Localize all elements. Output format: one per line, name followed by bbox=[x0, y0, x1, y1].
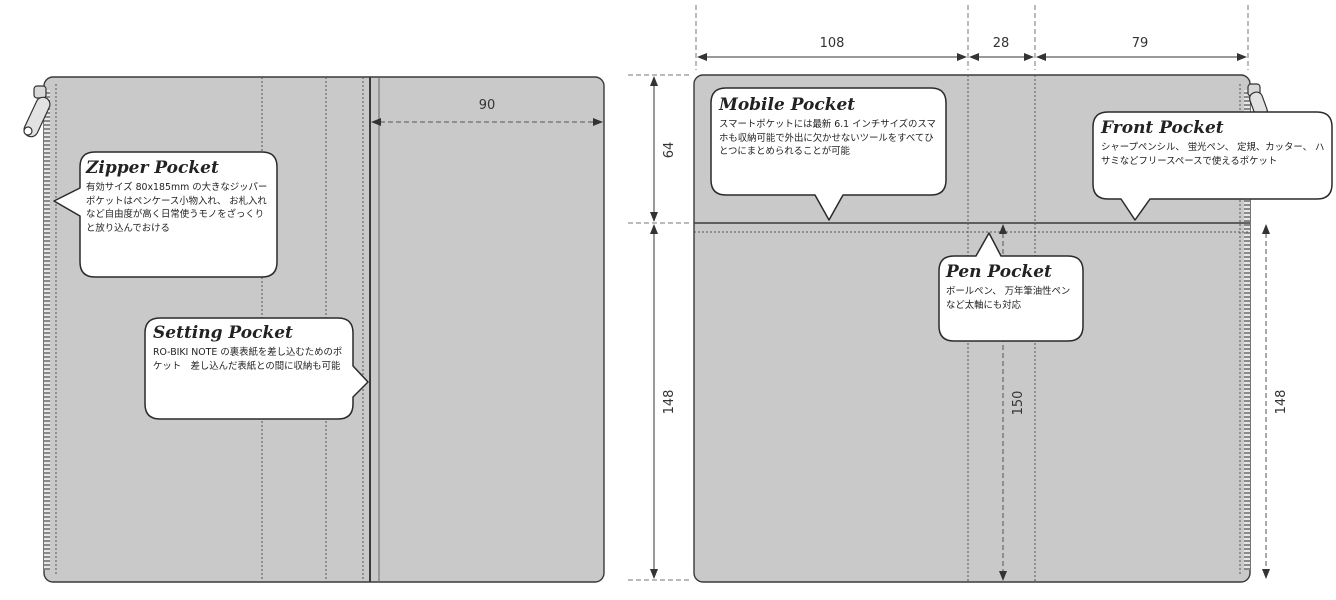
zipper-pull-icon bbox=[1247, 83, 1268, 119]
front-pocket-callout: Front Pocket シャープペンシル、 蛍光ペン、 定規、カッター、 ハサ… bbox=[1101, 118, 1327, 168]
front-bubble-shape bbox=[1092, 111, 1333, 221]
zipper-pocket-callout: Zipper Pocket 有効サイズ 80x185mm の大きなジッパーポケッ… bbox=[86, 158, 272, 235]
dim-label-148-left: 148 bbox=[662, 390, 677, 415]
front-pocket-title: Front Pocket bbox=[1101, 118, 1224, 138]
pen-pocket-desc: ボールペン、 万年筆油性ペンなど太軸にも対応 bbox=[946, 286, 1071, 311]
dim-label-148-right: 148 bbox=[1274, 390, 1289, 415]
pen-pocket-title: Pen Pocket bbox=[946, 262, 1052, 282]
dim-label-64: 64 bbox=[662, 142, 677, 159]
setting-pocket-title: Setting Pocket bbox=[153, 323, 293, 343]
zipper-bubble-shape bbox=[53, 151, 278, 278]
zipper-pocket-title: Zipper Pocket bbox=[86, 158, 219, 178]
zipper-pull-icon bbox=[23, 85, 51, 138]
dim-label-28: 28 bbox=[993, 36, 1010, 51]
left-zipper-track bbox=[44, 90, 50, 570]
pen-pocket-callout: Pen Pocket ボールペン、 万年筆油性ペンなど太軸にも対応 bbox=[946, 262, 1078, 312]
dim-label-108: 108 bbox=[820, 36, 845, 51]
setting-pocket-desc: RO-BIKI NOTE の裏表紙を差し込むためのポケット 差し込んだ表紙との間… bbox=[153, 347, 343, 372]
dim-label-79: 79 bbox=[1132, 36, 1149, 51]
right-dimensions: 108 28 79 64 148 150 148 bbox=[628, 5, 1289, 581]
mobile-pocket-title: Mobile Pocket bbox=[719, 95, 856, 115]
zipper-pocket-desc: 有効サイズ 80x185mm の大きなジッパーポケットはペンケース小物入れ、 お… bbox=[86, 182, 268, 234]
dim-label-150: 150 bbox=[1011, 391, 1026, 416]
right-zipper-track bbox=[1244, 90, 1250, 570]
setting-pocket-callout: Setting Pocket RO-BIKI NOTE の裏表紙を差し込むための… bbox=[153, 323, 348, 373]
dim-label-90: 90 bbox=[479, 98, 496, 113]
mobile-pocket-desc: スマートポケットには最新 6.1 インチサイズのスマホも収納可能で外出に欠かせな… bbox=[719, 119, 936, 158]
mobile-pocket-callout: Mobile Pocket スマートポケットには最新 6.1 インチサイズのスマ… bbox=[719, 95, 941, 159]
front-pocket-desc: シャープペンシル、 蛍光ペン、 定規、カッター、 ハサミなどフリースペースで使え… bbox=[1101, 142, 1325, 167]
setting-bubble-shape bbox=[144, 317, 369, 420]
callout-shapes bbox=[53, 87, 1333, 420]
mobile-bubble-shape bbox=[710, 87, 947, 221]
pen-bubble-shape bbox=[938, 232, 1084, 342]
